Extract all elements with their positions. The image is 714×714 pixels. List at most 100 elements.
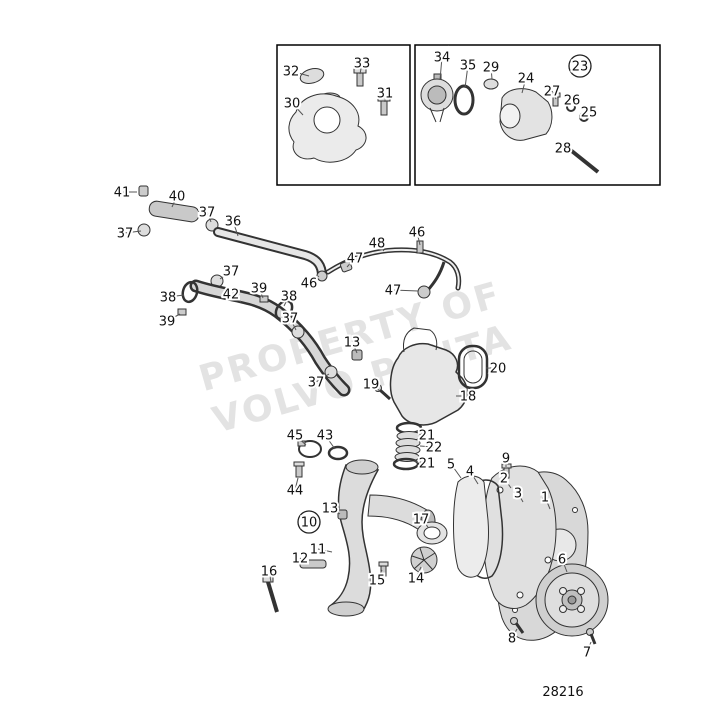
leader-line-43 [324, 434, 336, 450]
callout-30: 30 [284, 97, 301, 112]
cap-drawing [299, 68, 325, 84]
thermostat-housing-assembly [351, 327, 489, 426]
leader-line-42 [230, 293, 242, 303]
leader-line-47 [346, 257, 356, 268]
banjo-46-drawing [316, 270, 328, 282]
leader-lines-layer [122, 56, 592, 653]
inset-box-thermostat-housing [414, 44, 661, 186]
callout-19: 19 [363, 378, 380, 393]
callout-39: 39 [251, 282, 268, 297]
leader-line-35 [464, 64, 469, 89]
callout-4: 4 [466, 465, 474, 480]
housing-18-drawing [389, 342, 468, 426]
stud-12-drawing [299, 559, 327, 569]
callout-8: 8 [508, 632, 516, 647]
leader-line-13 [329, 507, 341, 515]
callout-21: 21 [419, 457, 436, 472]
pipe-11-drawing [328, 464, 380, 613]
leader-line-48 [376, 242, 385, 252]
callout-32: 32 [283, 65, 300, 80]
callout-46: 46 [409, 226, 426, 241]
leader-line-24 [521, 77, 527, 94]
callout-38: 38 [281, 290, 298, 305]
plate-5-drawing [453, 475, 489, 578]
leader-line-1 [544, 496, 551, 510]
housing-24-drawing [499, 88, 553, 141]
leader-line-5 [450, 463, 462, 479]
leader-line-11 [317, 548, 333, 553]
callout-46: 46 [301, 277, 318, 292]
leader-line-47 [392, 289, 419, 292]
callout-2: 2 [500, 472, 508, 487]
callout-1: 1 [541, 491, 549, 506]
leader-line-37 [124, 230, 142, 234]
leader-line-2 [503, 477, 512, 489]
leader-line-36 [232, 220, 239, 237]
leader-line-21 [413, 460, 428, 464]
callout-20: 20 [490, 362, 507, 377]
callout-13: 13 [344, 336, 361, 351]
callout-43: 43 [317, 429, 334, 444]
nut-37-drawing [291, 325, 305, 339]
leader-line-28 [562, 147, 571, 152]
callout-21: 21 [419, 429, 436, 444]
thermostat-34-drawing [420, 73, 454, 123]
callout-34: 34 [434, 51, 451, 66]
leader-line-7 [586, 641, 592, 653]
leader-line-39 [258, 287, 264, 299]
callout-44: 44 [287, 484, 304, 499]
o-ring-35-drawing [453, 84, 475, 116]
leader-line-25 [584, 111, 590, 117]
leader-line-19 [370, 383, 381, 392]
callout-37: 37 [282, 312, 299, 327]
callout-47: 47 [347, 252, 364, 267]
callout-circle-10 [297, 510, 321, 534]
callout-29: 29 [483, 61, 500, 76]
clamp-38-drawing [181, 280, 199, 304]
leader-line-32 [290, 70, 310, 77]
leader-line-3 [517, 492, 524, 503]
callout-5: 5 [447, 458, 455, 473]
leader-line-14 [415, 566, 422, 579]
bolt-31-drawing [377, 95, 391, 116]
callout-12: 12 [292, 552, 309, 567]
cover-30-drawing [288, 92, 367, 163]
ring-21-drawing [392, 457, 420, 471]
washer-25-drawing [579, 112, 589, 122]
callout-circle-23 [568, 54, 592, 78]
washer-26-drawing [566, 102, 576, 112]
bellows-hose-assembly [392, 421, 423, 471]
screw-39-drawing [177, 308, 187, 316]
bolt-7-drawing [586, 628, 597, 645]
leader-line-33 [359, 62, 363, 75]
leader-line-22 [419, 445, 435, 448]
leader-line-44 [294, 477, 299, 491]
nut-37-drawing [324, 365, 338, 379]
seal-43-drawing [327, 445, 349, 461]
callout-17: 17 [413, 513, 430, 528]
leader-line-6 [561, 558, 568, 573]
leader-line-37 [219, 270, 232, 280]
plug-13-drawing [337, 509, 348, 520]
leader-line-12 [299, 557, 307, 564]
callout-18: 18 [460, 390, 477, 405]
screw-39-drawing [259, 295, 269, 303]
pulley-6-drawing [535, 563, 609, 637]
leader-line-40 [171, 195, 178, 208]
bolt-44-drawing [293, 461, 305, 478]
fitting-47-drawing [339, 260, 353, 273]
bolt-8-drawing [510, 617, 525, 634]
leader-line-38 [283, 295, 290, 307]
callout-41: 41 [114, 186, 131, 201]
fitting-41-drawing [138, 185, 149, 197]
callout-33: 33 [354, 57, 371, 72]
leader-line-13 [351, 341, 358, 354]
callout-37: 37 [223, 265, 240, 280]
callout-35: 35 [460, 59, 477, 74]
leader-line-46 [416, 231, 421, 246]
drawing-part-number: 28216 [542, 685, 583, 700]
bolt-46-drawing [416, 240, 424, 254]
leader-line-37 [206, 211, 212, 223]
